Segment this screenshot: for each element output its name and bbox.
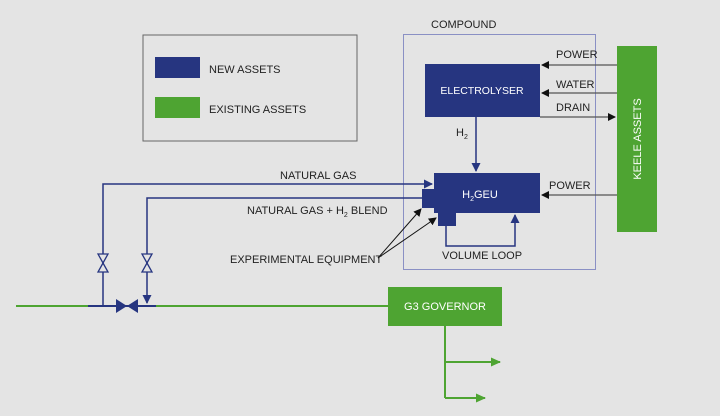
natural-gas-label: NATURAL GAS — [280, 170, 356, 182]
legend-swatch-existing-assets — [155, 97, 200, 118]
experimental-pointer-upper — [377, 208, 422, 259]
h2geu-inlet-port — [422, 189, 436, 208]
valve-natural-gas[interactable] — [96, 253, 110, 273]
experimental-equipment-label: EXPERIMENTAL EQUIPMENT — [230, 254, 382, 266]
h2-label: H2 — [456, 127, 468, 141]
keele-assets-node[interactable]: KEELE ASSETS — [617, 46, 657, 232]
water-label: WATER — [556, 79, 595, 91]
legend: NEW ASSETS EXISTING ASSETS — [142, 34, 358, 142]
h2geu-node[interactable]: H2GEU — [422, 173, 540, 226]
blend-label: NATURAL GAS + H2 BLEND — [247, 205, 388, 219]
h2geu-label: H2GEU — [462, 189, 498, 203]
electrolyser-node[interactable]: ELECTROLYSER — [425, 64, 540, 117]
drain-label: DRAIN — [556, 102, 590, 114]
legend-border — [142, 34, 358, 142]
g3-governor-node[interactable]: G3 GOVERNOR — [388, 287, 502, 326]
legend-label-existing-assets: EXISTING ASSETS — [209, 104, 306, 116]
keele-assets-label: KEELE ASSETS — [632, 98, 644, 179]
main-line-valve[interactable] — [116, 299, 138, 313]
electrolyser-label: ELECTROLYSER — [440, 85, 524, 97]
volume-loop-connector — [445, 214, 520, 247]
legend-label-new-assets: NEW ASSETS — [209, 64, 281, 76]
h2geu-lower-port — [438, 211, 456, 226]
natural-gas-connector — [102, 179, 433, 306]
compound-label: COMPOUND — [431, 19, 496, 31]
power-electrolyser-label: POWER — [556, 49, 598, 61]
legend-swatch-new-assets — [155, 57, 200, 78]
volume-loop-label: VOLUME LOOP — [442, 250, 522, 262]
experimental-pointer-lower — [377, 217, 437, 259]
power-h2geu-label: POWER — [549, 180, 591, 192]
g3-governor-label: G3 GOVERNOR — [404, 301, 486, 313]
compound-boundary — [403, 34, 596, 270]
valve-blend[interactable] — [140, 253, 154, 273]
